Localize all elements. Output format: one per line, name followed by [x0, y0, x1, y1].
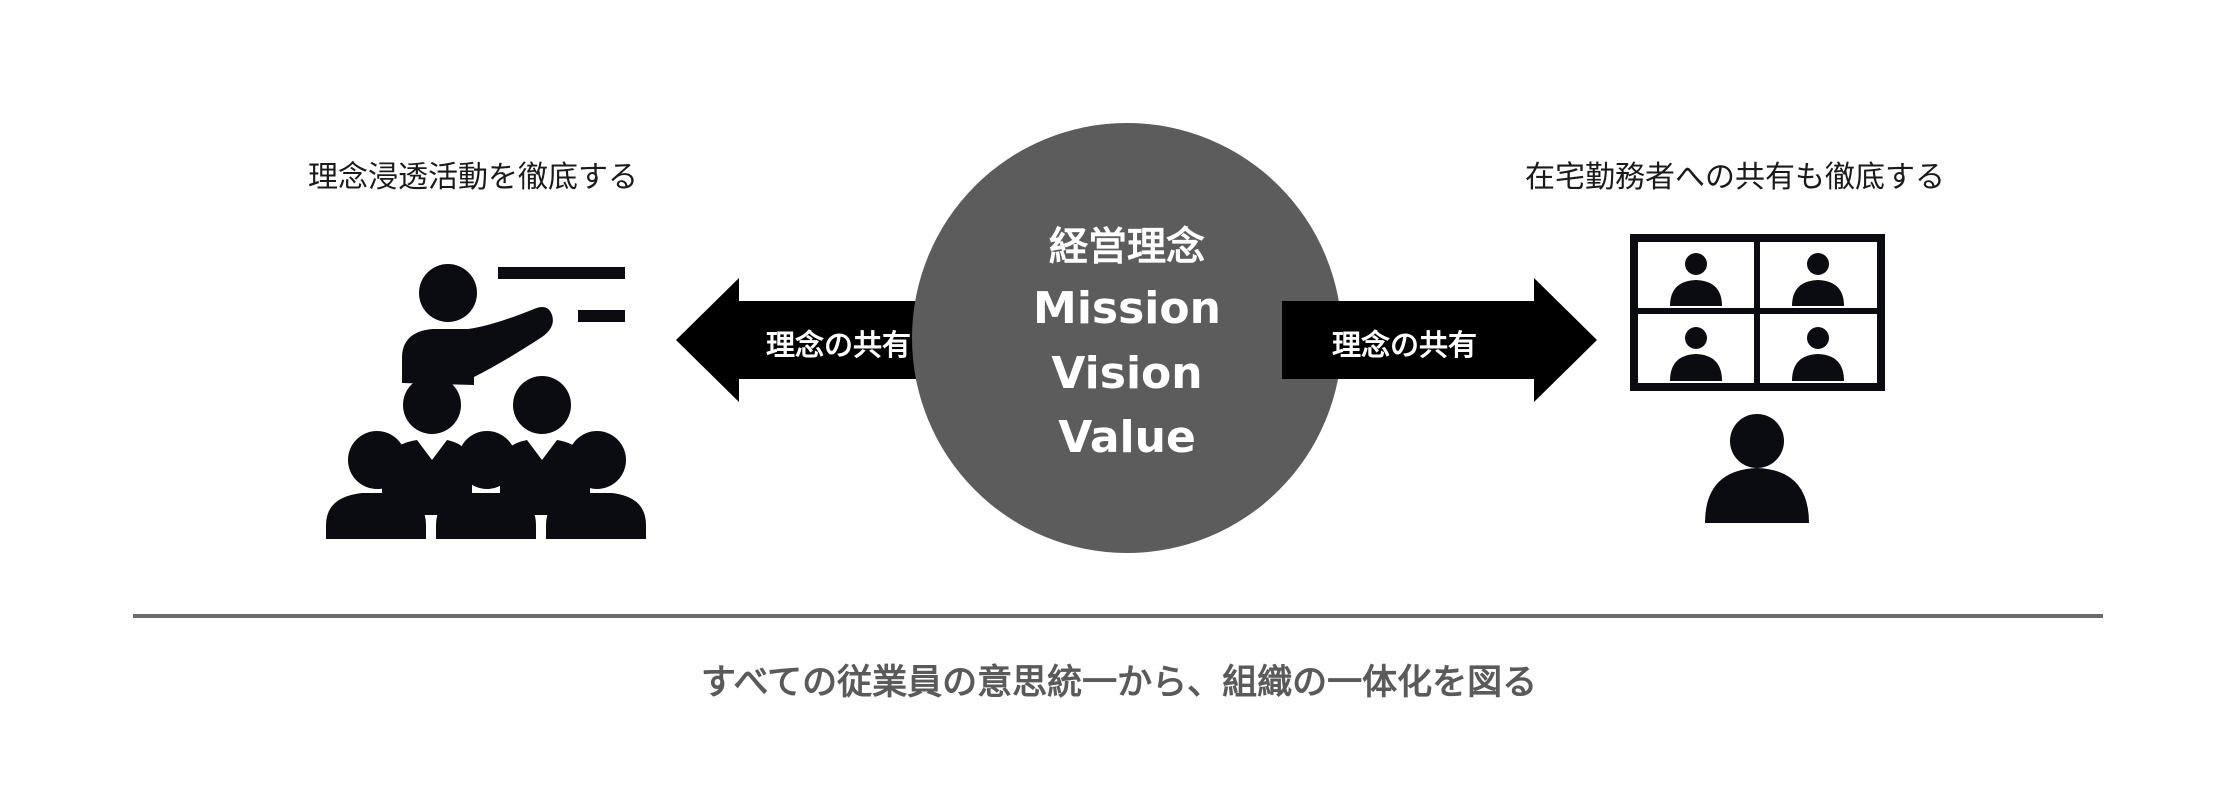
left-arrow-label: 理念の共有	[766, 328, 912, 362]
left-arrow: 理念の共有	[676, 278, 972, 402]
divider-line	[133, 614, 2103, 618]
circle-vision: Vision	[1051, 348, 1203, 399]
circle-value: Value	[1058, 412, 1196, 463]
presenter-audience-icon	[322, 255, 647, 540]
circle-mission: Mission	[1033, 283, 1221, 334]
circle-title: 経営理念	[1048, 225, 1205, 270]
right-arrow: 理念の共有	[1282, 278, 1597, 402]
bottom-message: すべての従業員の意思統一から、組織の一体化を図る	[700, 663, 1538, 703]
right-caption: 在宅勤務者への共有も徹底する	[1525, 160, 1945, 195]
right-arrow-label: 理念の共有	[1332, 328, 1478, 362]
center-circle: 経営理念 Mission Vision Value	[912, 123, 1342, 553]
left-caption: 理念浸透活動を徹底する	[308, 160, 638, 195]
video-conference-icon	[1630, 234, 1885, 526]
